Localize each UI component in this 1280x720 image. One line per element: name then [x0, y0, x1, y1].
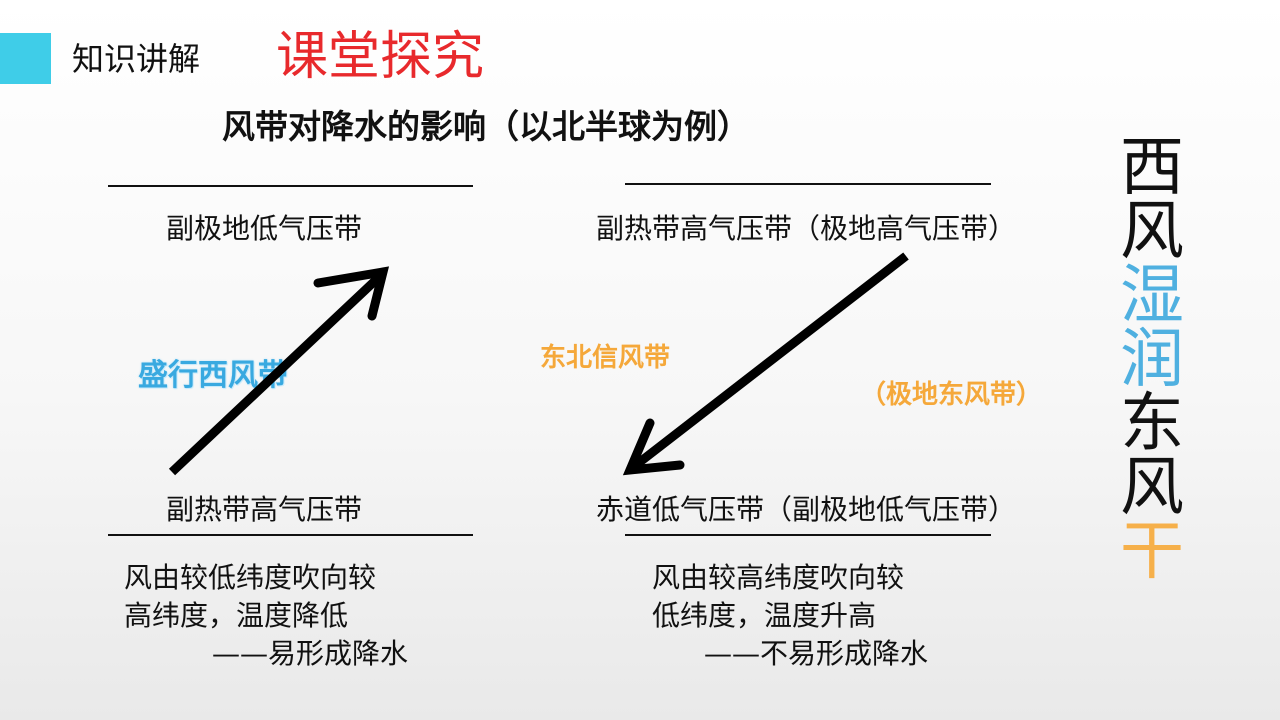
left-bottom-divider: [108, 534, 473, 536]
left-desc-line3: ——易形成降水: [212, 637, 409, 670]
left-top-divider: [108, 185, 473, 187]
right-bottom-belt-label: 赤道低气压带（副极地低气压带）: [596, 493, 1017, 526]
section-accent-block: [0, 33, 51, 84]
right-top-divider: [625, 183, 991, 185]
right-desc-line3: ——不易形成降水: [704, 637, 929, 670]
left-desc-line2: 高纬度，温度降低: [124, 599, 349, 632]
page-title: 课堂探究: [276, 27, 485, 87]
right-top-belt-label: 副热带高气压带（极地高气压带）: [596, 212, 1017, 245]
arrow-up-right-icon: [168, 266, 390, 476]
left-top-belt-label: 副极地低气压带: [166, 212, 363, 245]
left-desc-line1: 风由较低纬度吹向较: [124, 561, 377, 594]
right-wind-label: 东北信风带: [540, 343, 671, 373]
vertical-summary-column: 西风湿润东风干: [1116, 136, 1188, 584]
vertical-char-4: 润: [1120, 323, 1184, 397]
right-desc-line2: 低纬度，温度升高: [652, 599, 877, 632]
left-bottom-belt-label: 副热带高气压带: [166, 493, 363, 526]
right-bottom-divider: [625, 534, 991, 536]
vertical-char-3: 湿: [1120, 259, 1184, 333]
slide-heading: 风带对降水的影响（以北半球为例）: [222, 107, 750, 146]
vertical-char-5: 东: [1120, 387, 1184, 461]
vertical-char-6: 风: [1120, 451, 1184, 525]
vertical-char-2: 风: [1120, 195, 1184, 269]
section-label: 知识讲解: [72, 40, 201, 78]
arrow-down-left-icon: [622, 252, 909, 476]
right-desc-line1: 风由较高纬度吹向较: [652, 561, 905, 594]
vertical-char-1: 西: [1120, 131, 1184, 205]
vertical-char-7: 干: [1120, 515, 1184, 589]
right-wind-label-alt: （极地东风带）: [860, 380, 1043, 410]
